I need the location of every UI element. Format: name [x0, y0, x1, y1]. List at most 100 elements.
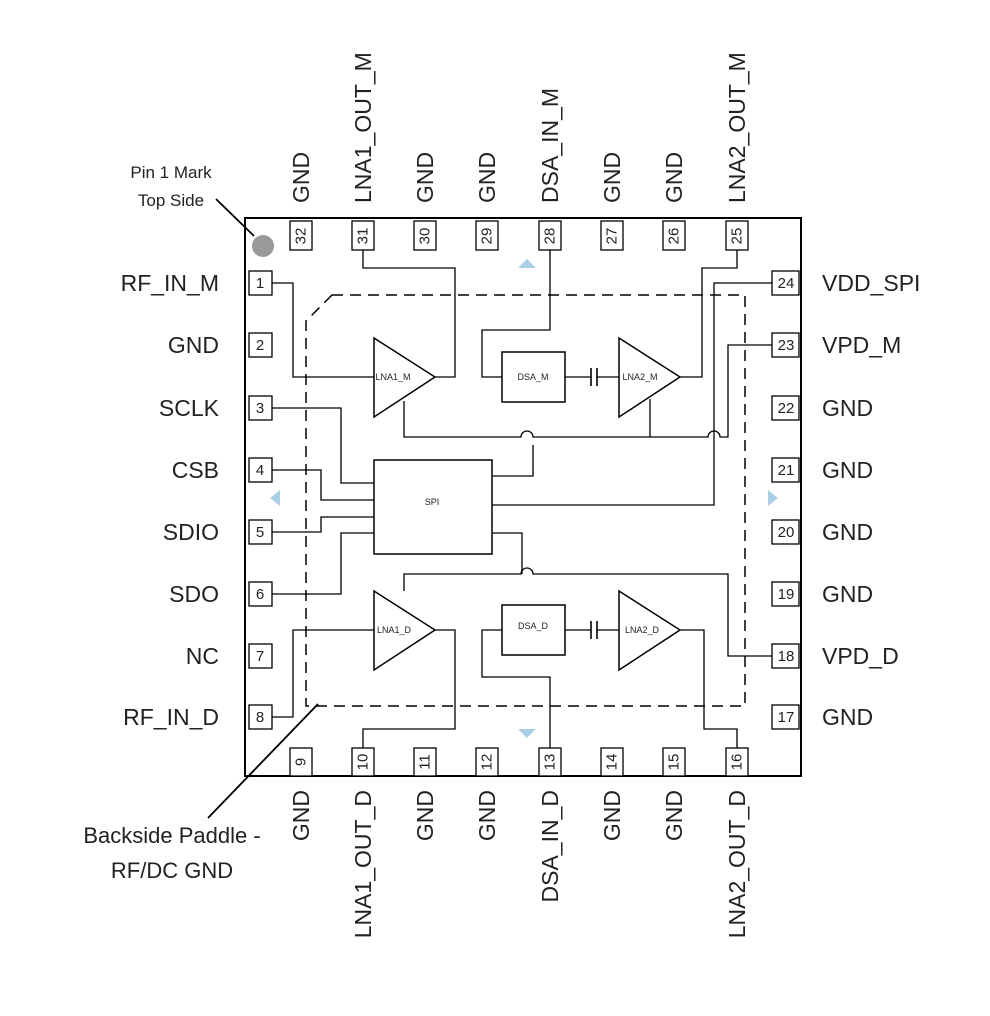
pin-number-13: 13 [542, 754, 559, 771]
left-orientation-marker [270, 490, 280, 506]
paddle-label: Backside Paddle - [83, 823, 260, 848]
pin1-top-side-label: Top Side [138, 191, 204, 210]
pin-number-18: 18 [778, 648, 795, 665]
pin-number-27: 27 [604, 228, 621, 245]
dsa-m-label: DSA_M [517, 372, 548, 382]
pin-number-12: 12 [479, 754, 496, 771]
paddle-leader-line [207, 703, 319, 819]
pin-box-10 [351, 747, 375, 777]
lna2-d-label: LNA2_D [625, 625, 660, 635]
pin-box-26 [662, 220, 686, 251]
pin-name-5: SDIO [163, 519, 219, 545]
capacitor-m [565, 368, 619, 386]
pin-number-31: 31 [355, 228, 372, 245]
pin-number-1: 1 [256, 275, 264, 292]
pin-name-22: GND [822, 395, 873, 421]
pin-name-15: GND [661, 790, 687, 841]
pin-name-7: NC [186, 643, 219, 669]
pin-box-17 [771, 704, 800, 730]
pin-number-11: 11 [417, 754, 434, 770]
pin-name-11: GND [412, 790, 438, 841]
pin-box-21 [771, 457, 800, 483]
pin-box-31 [351, 220, 375, 251]
pin-box-23 [771, 332, 800, 358]
pin-name-24: VDD_SPI [822, 270, 920, 296]
bottom-orientation-marker [518, 729, 536, 738]
pin-number-5: 5 [256, 524, 264, 541]
pin1-mark-label: Pin 1 Mark [130, 163, 212, 182]
pin-number-29: 29 [479, 228, 496, 245]
top-pins: 32GND31LNA1_OUT_M30GND29GND28DSA_IN_M27G… [288, 52, 750, 251]
pin-box-7 [248, 643, 273, 669]
capacitor-d [565, 621, 619, 639]
pin-box-5 [248, 519, 273, 545]
pin-box-3 [248, 395, 273, 421]
pin1-mark-dot [252, 235, 274, 257]
pin-box-12 [475, 747, 499, 777]
pin-name-19: GND [822, 581, 873, 607]
pin-box-19 [771, 581, 800, 607]
pin-number-9: 9 [293, 758, 310, 766]
pin-number-16: 16 [729, 754, 746, 771]
pin-name-27: GND [599, 152, 625, 203]
paddle-gnd-label: RF/DC GND [111, 858, 233, 883]
pin-box-18 [771, 643, 800, 669]
pin1-leader-line [215, 198, 255, 237]
pin-number-23: 23 [778, 337, 795, 354]
internal-wiring [272, 250, 772, 748]
pin-box-22 [771, 395, 800, 421]
left-pins: 1RF_IN_M2GND3SCLK4CSB5SDIO6SDO7NC8RF_IN_… [121, 270, 273, 730]
pin-name-3: SCLK [159, 395, 220, 421]
pin-number-26: 26 [666, 228, 683, 245]
pin-name-6: SDO [169, 581, 219, 607]
pin-number-3: 3 [256, 400, 264, 417]
pin-name-31: LNA1_OUT_M [350, 52, 376, 203]
pin-name-14: GND [599, 790, 625, 841]
pin-name-20: GND [822, 519, 873, 545]
pin-box-16 [725, 747, 749, 777]
pin-name-30: GND [412, 152, 438, 203]
pin-name-21: GND [822, 457, 873, 483]
pin-box-9 [289, 747, 313, 777]
spi-block-label: SPI [425, 497, 440, 507]
pin-name-4: CSB [172, 457, 219, 483]
pin-number-28: 28 [542, 228, 559, 245]
lna2-m-label: LNA2_M [622, 372, 657, 382]
pin-number-2: 2 [256, 337, 264, 354]
pin-number-21: 21 [778, 462, 795, 479]
spi-block [373, 459, 493, 555]
pin-name-25: LNA2_OUT_M [724, 52, 750, 203]
pin-name-13: DSA_IN_D [537, 790, 563, 902]
pin-name-1: RF_IN_M [121, 270, 219, 296]
pin-box-30 [413, 220, 437, 251]
chip-package [244, 217, 802, 777]
pin-number-6: 6 [256, 586, 264, 603]
pin-box-29 [475, 220, 499, 251]
pin-number-30: 30 [417, 228, 434, 245]
pin-box-4 [248, 457, 273, 483]
pin-name-17: GND [822, 704, 873, 730]
pin-name-8: RF_IN_D [123, 704, 219, 730]
pin-name-32: GND [288, 152, 314, 203]
lna1-d-label: LNA1_D [377, 625, 412, 635]
pin-number-7: 7 [256, 648, 264, 665]
pin-number-4: 4 [256, 462, 264, 479]
pin-box-6 [248, 581, 273, 607]
pin-box-27 [600, 220, 624, 251]
pin-box-32 [289, 220, 313, 251]
pin-name-23: VPD_M [822, 332, 901, 358]
pin-number-19: 19 [778, 586, 795, 603]
pin-box-13 [538, 747, 562, 777]
pin-name-2: GND [168, 332, 219, 358]
pin-number-20: 20 [778, 524, 795, 541]
pin-name-10: LNA1_OUT_D [350, 790, 376, 938]
pin-box-24 [771, 270, 800, 296]
pin-box-14 [600, 747, 624, 777]
pin-box-15 [662, 747, 686, 777]
pin-name-12: GND [474, 790, 500, 841]
top-orientation-marker [518, 259, 536, 268]
pin-name-18: VPD_D [822, 643, 899, 669]
pin-box-25 [725, 220, 749, 251]
dsa-d-label: DSA_D [518, 621, 549, 631]
